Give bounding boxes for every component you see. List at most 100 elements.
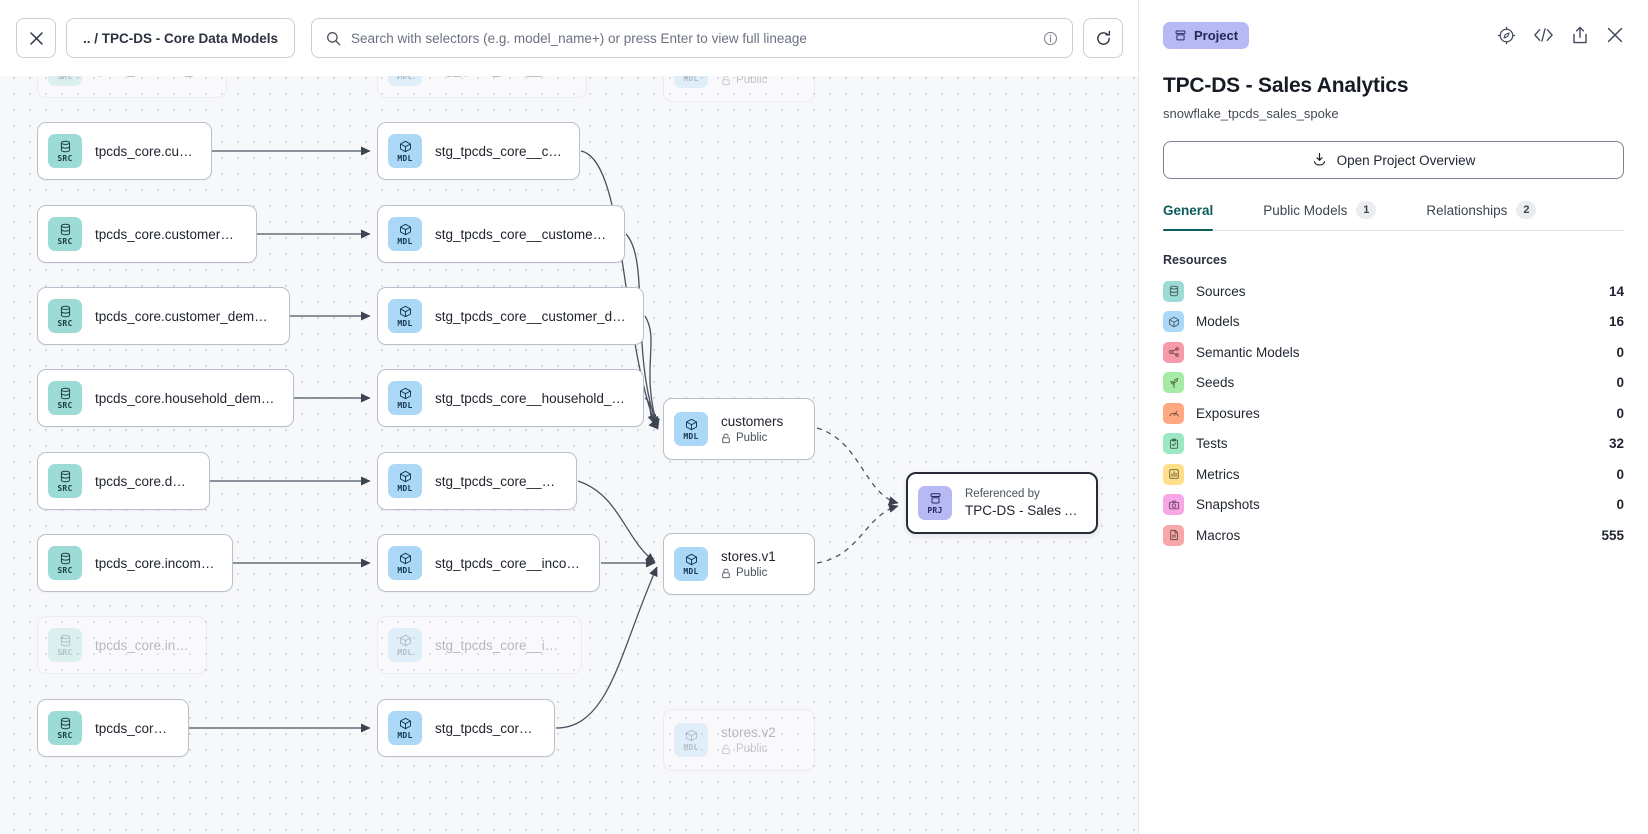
node-label: tpcds_core.customer_address xyxy=(95,226,240,242)
tab-label: Relationships xyxy=(1426,202,1508,218)
node-label: tpcds_core.store xyxy=(95,720,172,736)
resource-row-tests[interactable]: Tests 32 xyxy=(1163,429,1624,460)
mdl-badge-icon: MDL xyxy=(388,628,422,662)
node-kind-label: MDL xyxy=(683,73,699,83)
node-kind-label: MDL xyxy=(397,565,413,575)
node-kind-label: PRJ xyxy=(927,505,943,515)
node-kind-label: MDL xyxy=(683,431,699,441)
resource-count: 0 xyxy=(1616,466,1624,482)
node-kind-label: SRC xyxy=(57,400,73,410)
tab-label: Public Models xyxy=(1263,202,1348,218)
node-label: stg_tpcds_core__inventory xyxy=(435,637,565,653)
src-badge-icon: SRC xyxy=(48,217,82,251)
tab-label: General xyxy=(1163,202,1214,218)
graph-node-icon xyxy=(1163,341,1184,363)
lineage-toolbar: .. / TPC-DS - Core Data Models Search wi… xyxy=(0,0,1138,76)
resource-row-metrics[interactable]: Metrics 0 xyxy=(1163,459,1624,490)
node-kind-label: SRC xyxy=(57,71,73,81)
panel-subtitle: snowflake_tpcds_sales_spoke xyxy=(1163,106,1339,121)
bar-chart-icon xyxy=(1163,463,1184,485)
resource-name: Models xyxy=(1196,314,1240,330)
node-kind-label: MDL xyxy=(397,236,413,246)
tab-general[interactable]: General xyxy=(1163,201,1214,231)
lineage-canvas[interactable]: SRCtpcds_core.call_centerMDLstg_tpcds_co… xyxy=(0,0,1139,834)
node-visibility: Public xyxy=(721,74,793,86)
resource-count: 32 xyxy=(1608,436,1624,452)
cube-icon xyxy=(1163,311,1184,333)
open-project-overview-button[interactable]: Open Project Overview xyxy=(1163,141,1624,179)
lineage-node-src-customer-address[interactable]: SRC tpcds_core.customer_address xyxy=(37,205,257,263)
resource-name: Seeds xyxy=(1196,375,1235,391)
prj-badge-icon: PRJ xyxy=(918,486,952,520)
src-badge-icon: SRC xyxy=(48,299,82,333)
resource-name: Metrics xyxy=(1196,466,1240,482)
mdl-badge-icon: MDL xyxy=(674,412,708,446)
node-kind-label: MDL xyxy=(397,318,413,328)
share-icon[interactable] xyxy=(1571,26,1589,45)
node-label: stg_tpcds_core__household_demogr… xyxy=(435,390,627,406)
camera-icon xyxy=(1163,494,1184,516)
resource-name: Snapshots xyxy=(1196,497,1260,513)
node-kind-label: SRC xyxy=(57,483,73,493)
node-visibility: Public xyxy=(721,743,776,755)
resource-name: Tests xyxy=(1196,436,1228,452)
node-label: stores.v1 xyxy=(721,549,776,564)
lineage-node-mdl-inventory[interactable]: MDL stg_tpcds_core__inventory xyxy=(377,616,582,674)
node-kind-label: SRC xyxy=(57,318,73,328)
close-lineage-button[interactable] xyxy=(16,18,56,58)
search-input[interactable]: Search with selectors (e.g. model_name+)… xyxy=(351,30,807,46)
node-label: stg_tpcds_core__store xyxy=(435,720,538,736)
mdl-badge-icon: MDL xyxy=(388,381,422,415)
node-visibility-label: Public xyxy=(736,743,768,755)
lineage-node-mdl-date-dim[interactable]: MDL stg_tpcds_core__date_dim xyxy=(377,452,577,510)
node-kind-label: SRC xyxy=(57,565,73,575)
node-label: stg_tpcds_core__date_dim xyxy=(435,473,560,489)
info-icon[interactable] xyxy=(1043,31,1058,46)
detail-panel: Project xyxy=(1139,0,1648,834)
lineage-node-src-customer-demographics[interactable]: SRC tpcds_core.customer_demographics xyxy=(37,287,290,345)
mdl-badge-icon: MDL xyxy=(388,464,422,498)
database-icon xyxy=(1163,280,1184,302)
lineage-node-mdl-customer-demographics[interactable]: MDLstg_tpcds_core__customer_demogra… xyxy=(377,287,644,345)
lock-icon xyxy=(721,568,731,579)
explore-icon[interactable] xyxy=(1497,26,1516,45)
resource-name: Exposures xyxy=(1196,405,1260,421)
mdl-badge-icon: MDL xyxy=(674,723,708,757)
node-kind-label: SRC xyxy=(57,153,73,163)
code-icon[interactable] xyxy=(1533,27,1554,43)
refresh-button[interactable] xyxy=(1083,18,1123,58)
close-icon[interactable] xyxy=(1606,26,1624,44)
search-bar[interactable]: Search with selectors (e.g. model_name+)… xyxy=(311,18,1073,58)
panel-header: Project xyxy=(1163,0,1624,56)
src-badge-icon: SRC xyxy=(48,628,82,662)
breadcrumb[interactable]: .. / TPC-DS - Core Data Models xyxy=(66,18,296,58)
sprout-icon xyxy=(1163,372,1184,394)
node-label: tpcds_core.customer_demographics xyxy=(95,308,273,324)
lineage-node-mdl-household-demographics[interactable]: MDL stg_tpcds_core__household_demogr… xyxy=(377,369,644,427)
node-visibility-label: Public xyxy=(736,567,768,579)
gauge-icon xyxy=(1163,402,1184,424)
